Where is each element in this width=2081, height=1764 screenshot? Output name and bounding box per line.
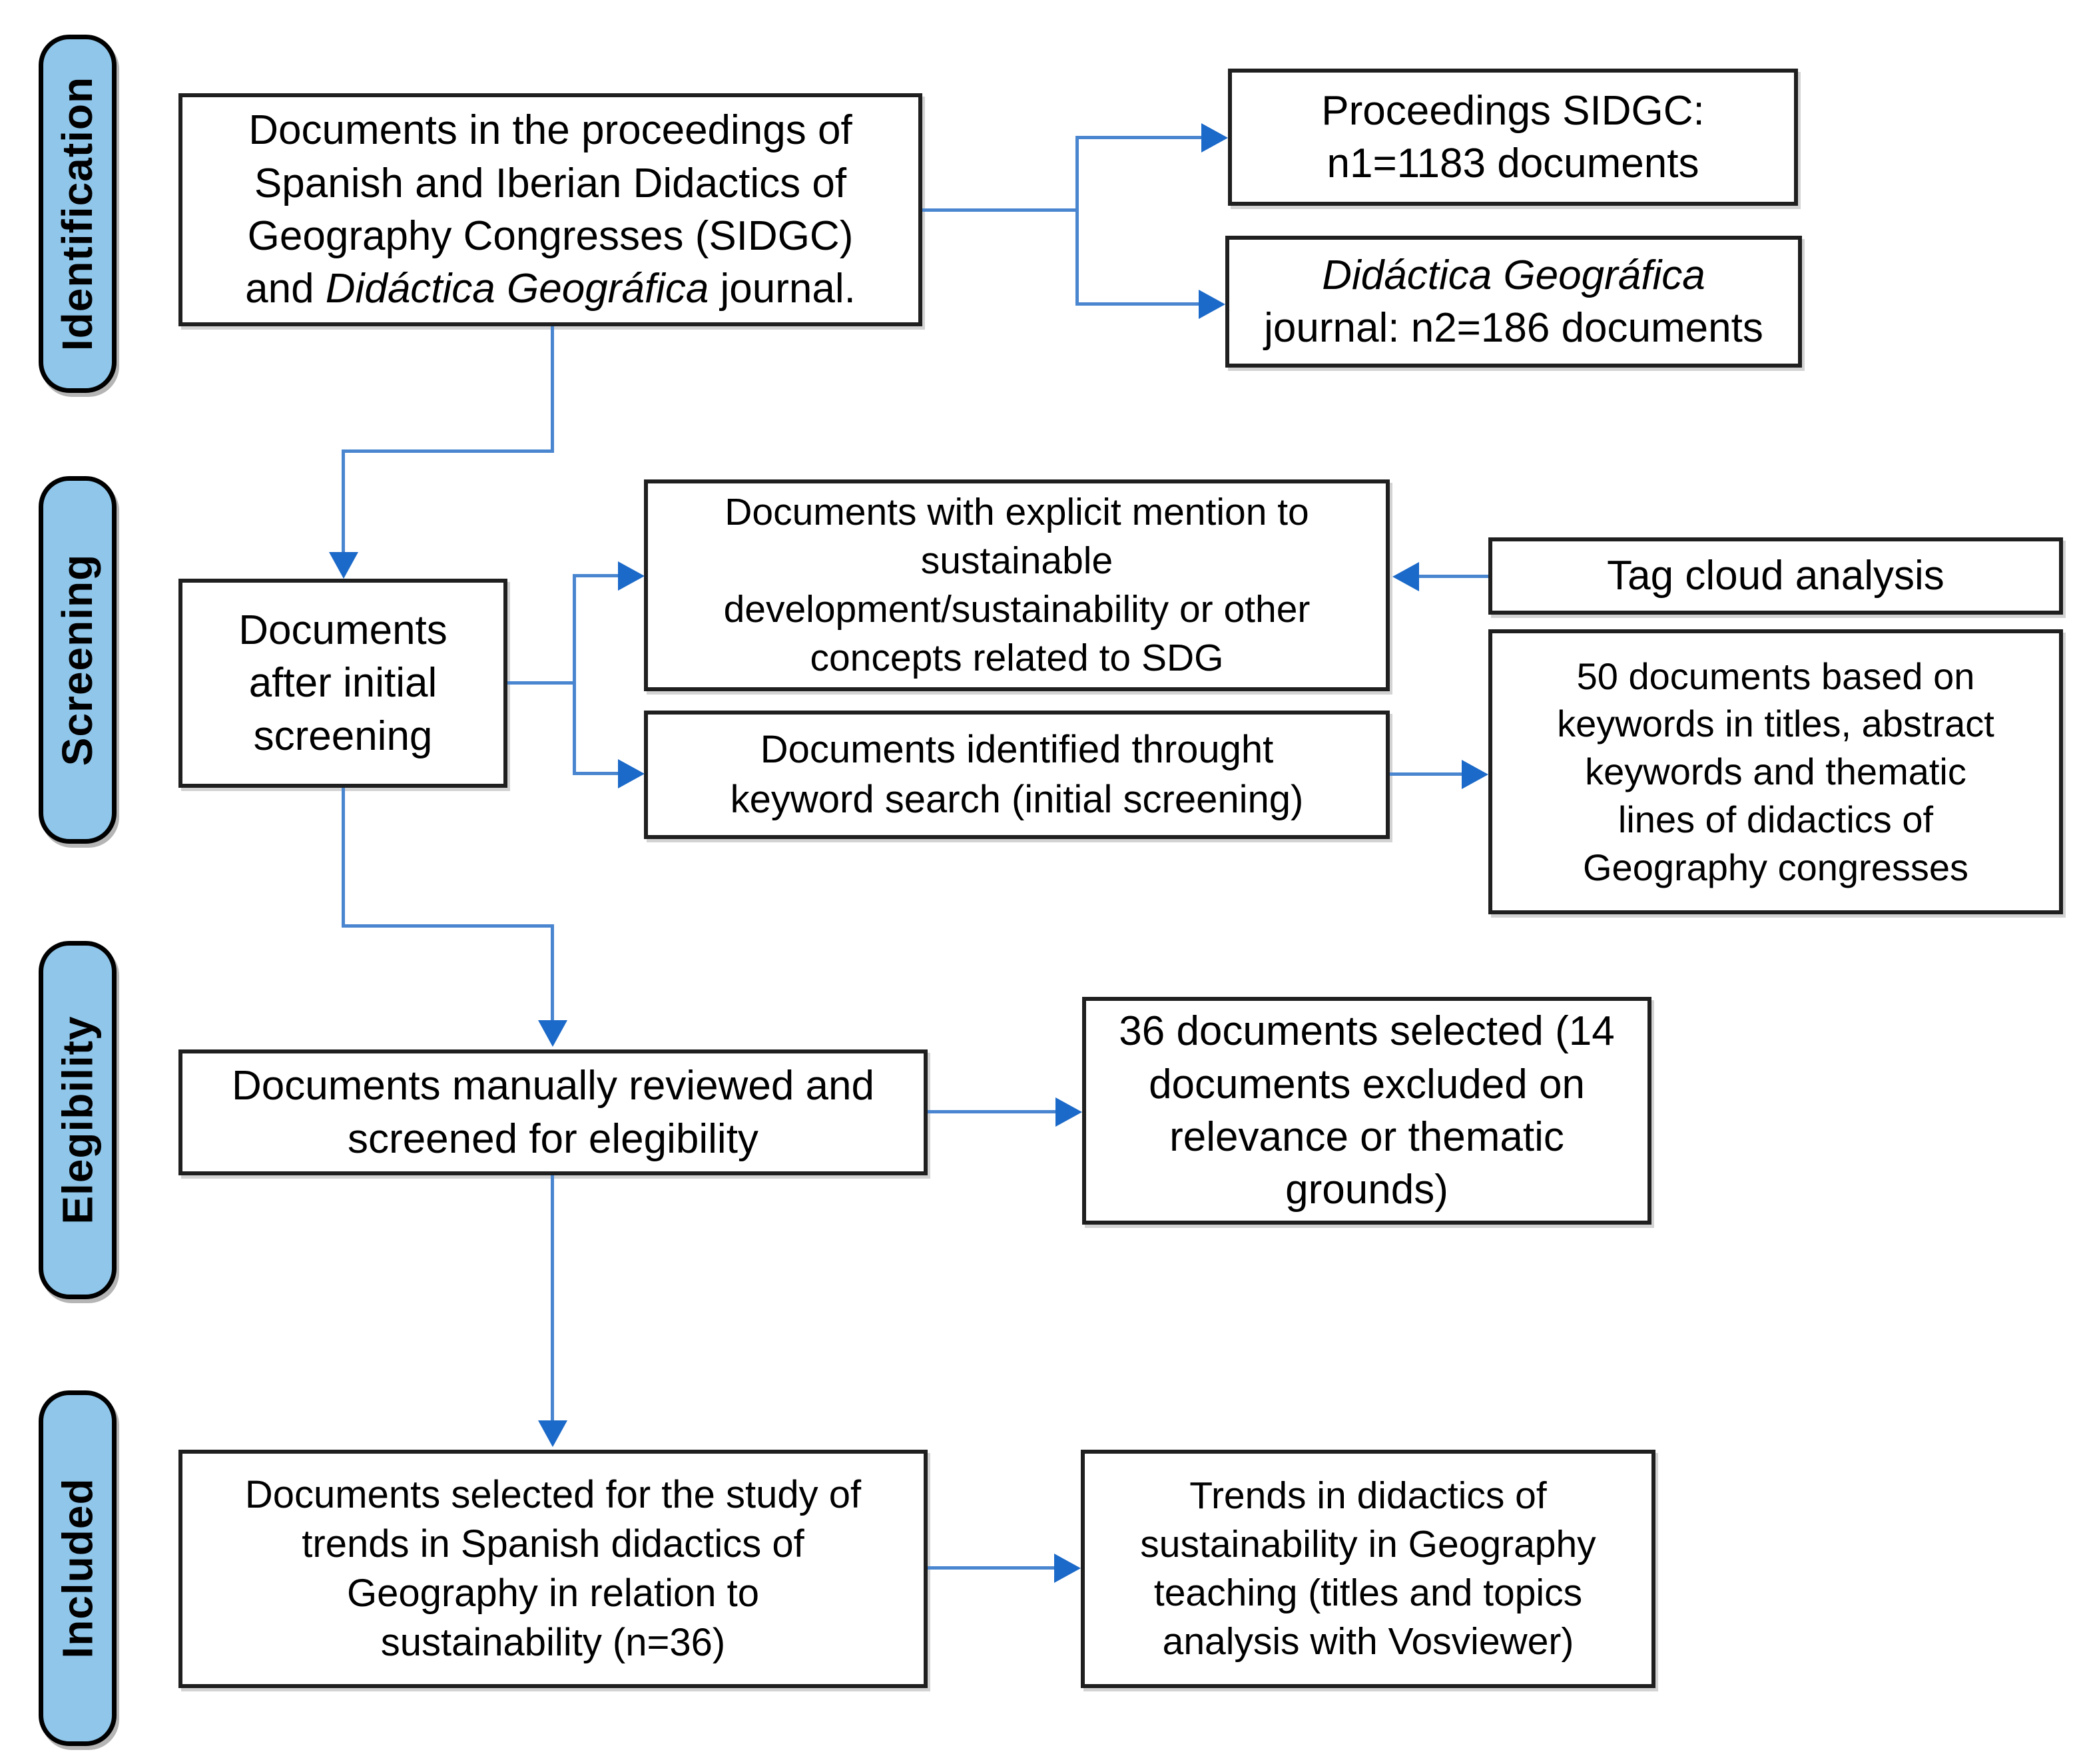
stage-label-elegibility: Elegibility xyxy=(39,941,117,1299)
connector-source-right-split xyxy=(1075,136,1079,304)
connector-to-proceedings xyxy=(1075,136,1202,139)
connector-into-manual-review xyxy=(551,924,554,1023)
arrowhead-into-manual-review xyxy=(538,1020,567,1047)
arrowhead-into-selected-study xyxy=(538,1420,567,1447)
box-source-line4: and Didáctica Geográfica journal. xyxy=(245,266,856,312)
connector-after-screening-stub xyxy=(507,681,576,685)
stage-label-identification: Identification xyxy=(39,35,117,393)
arrowhead-into-after-screening xyxy=(329,552,358,579)
arrowhead-to-keyword xyxy=(618,759,645,788)
connector-to-journal xyxy=(1075,302,1199,306)
arrowhead-to-explicit xyxy=(618,561,645,591)
connector-source-right-stub xyxy=(922,208,1077,212)
box-source-line3: Geography Congresses (SIDGC) xyxy=(247,213,854,259)
arrowhead-tagcloud-to-explicit xyxy=(1392,562,1419,591)
connector-manual-to-36docs xyxy=(928,1110,1057,1113)
box-proceedings-count: Proceedings SIDGC:n1=1183 documents xyxy=(1228,69,1798,206)
connector-after-screening-down xyxy=(342,788,345,928)
arrowhead-to-journal xyxy=(1199,290,1225,319)
connector-tagcloud-to-explicit xyxy=(1418,575,1488,578)
connector-to-explicit xyxy=(573,574,619,577)
stage-label-identification-text: Identification xyxy=(53,76,102,352)
connector-after-screening-down-jog xyxy=(342,924,554,928)
arrowhead-keyword-to-50docs xyxy=(1462,760,1488,789)
connector-keyword-to-50docs xyxy=(1390,772,1463,776)
box-journal-count: Didáctica Geográfica journal: n2=186 doc… xyxy=(1225,236,1802,368)
connector-selected-to-trends xyxy=(928,1566,1055,1570)
arrowhead-selected-to-trends xyxy=(1054,1554,1081,1583)
connector-after-screening-split xyxy=(573,574,576,775)
arrowhead-manual-to-36docs xyxy=(1055,1097,1082,1127)
stage-label-screening: Screening xyxy=(39,476,117,844)
box-journal-line2: journal: n2=186 documents xyxy=(1264,305,1763,351)
connector-source-down-jog xyxy=(342,449,553,453)
stage-label-screening-text: Screening xyxy=(53,553,102,766)
box-source-line2: Spanish and Iberian Didactics of xyxy=(254,160,847,206)
box-journal-line1: Didáctica Geográfica xyxy=(1322,252,1705,298)
connector-manual-down xyxy=(551,1175,554,1422)
connector-to-keyword xyxy=(573,772,619,775)
stage-label-elegibility-text: Elegibility xyxy=(53,1016,102,1225)
box-tag-cloud-analysis: Tag cloud analysis xyxy=(1488,537,2063,615)
stage-label-included: Included xyxy=(39,1390,117,1746)
connector-into-after-screening xyxy=(342,449,345,552)
box-proceedings-text: Proceedings SIDGC:n1=1183 documents xyxy=(1321,87,1705,186)
stage-label-included-text: Included xyxy=(53,1478,102,1659)
box-source-documents: Documents in the proceedings of Spanish … xyxy=(178,93,922,326)
arrowhead-to-proceedings xyxy=(1201,123,1228,152)
box-source-line1: Documents in the proceedings of xyxy=(248,107,852,154)
connector-source-down xyxy=(551,326,554,453)
box-tag-cloud-analysis-text: Tag cloud analysis xyxy=(1607,553,1944,599)
